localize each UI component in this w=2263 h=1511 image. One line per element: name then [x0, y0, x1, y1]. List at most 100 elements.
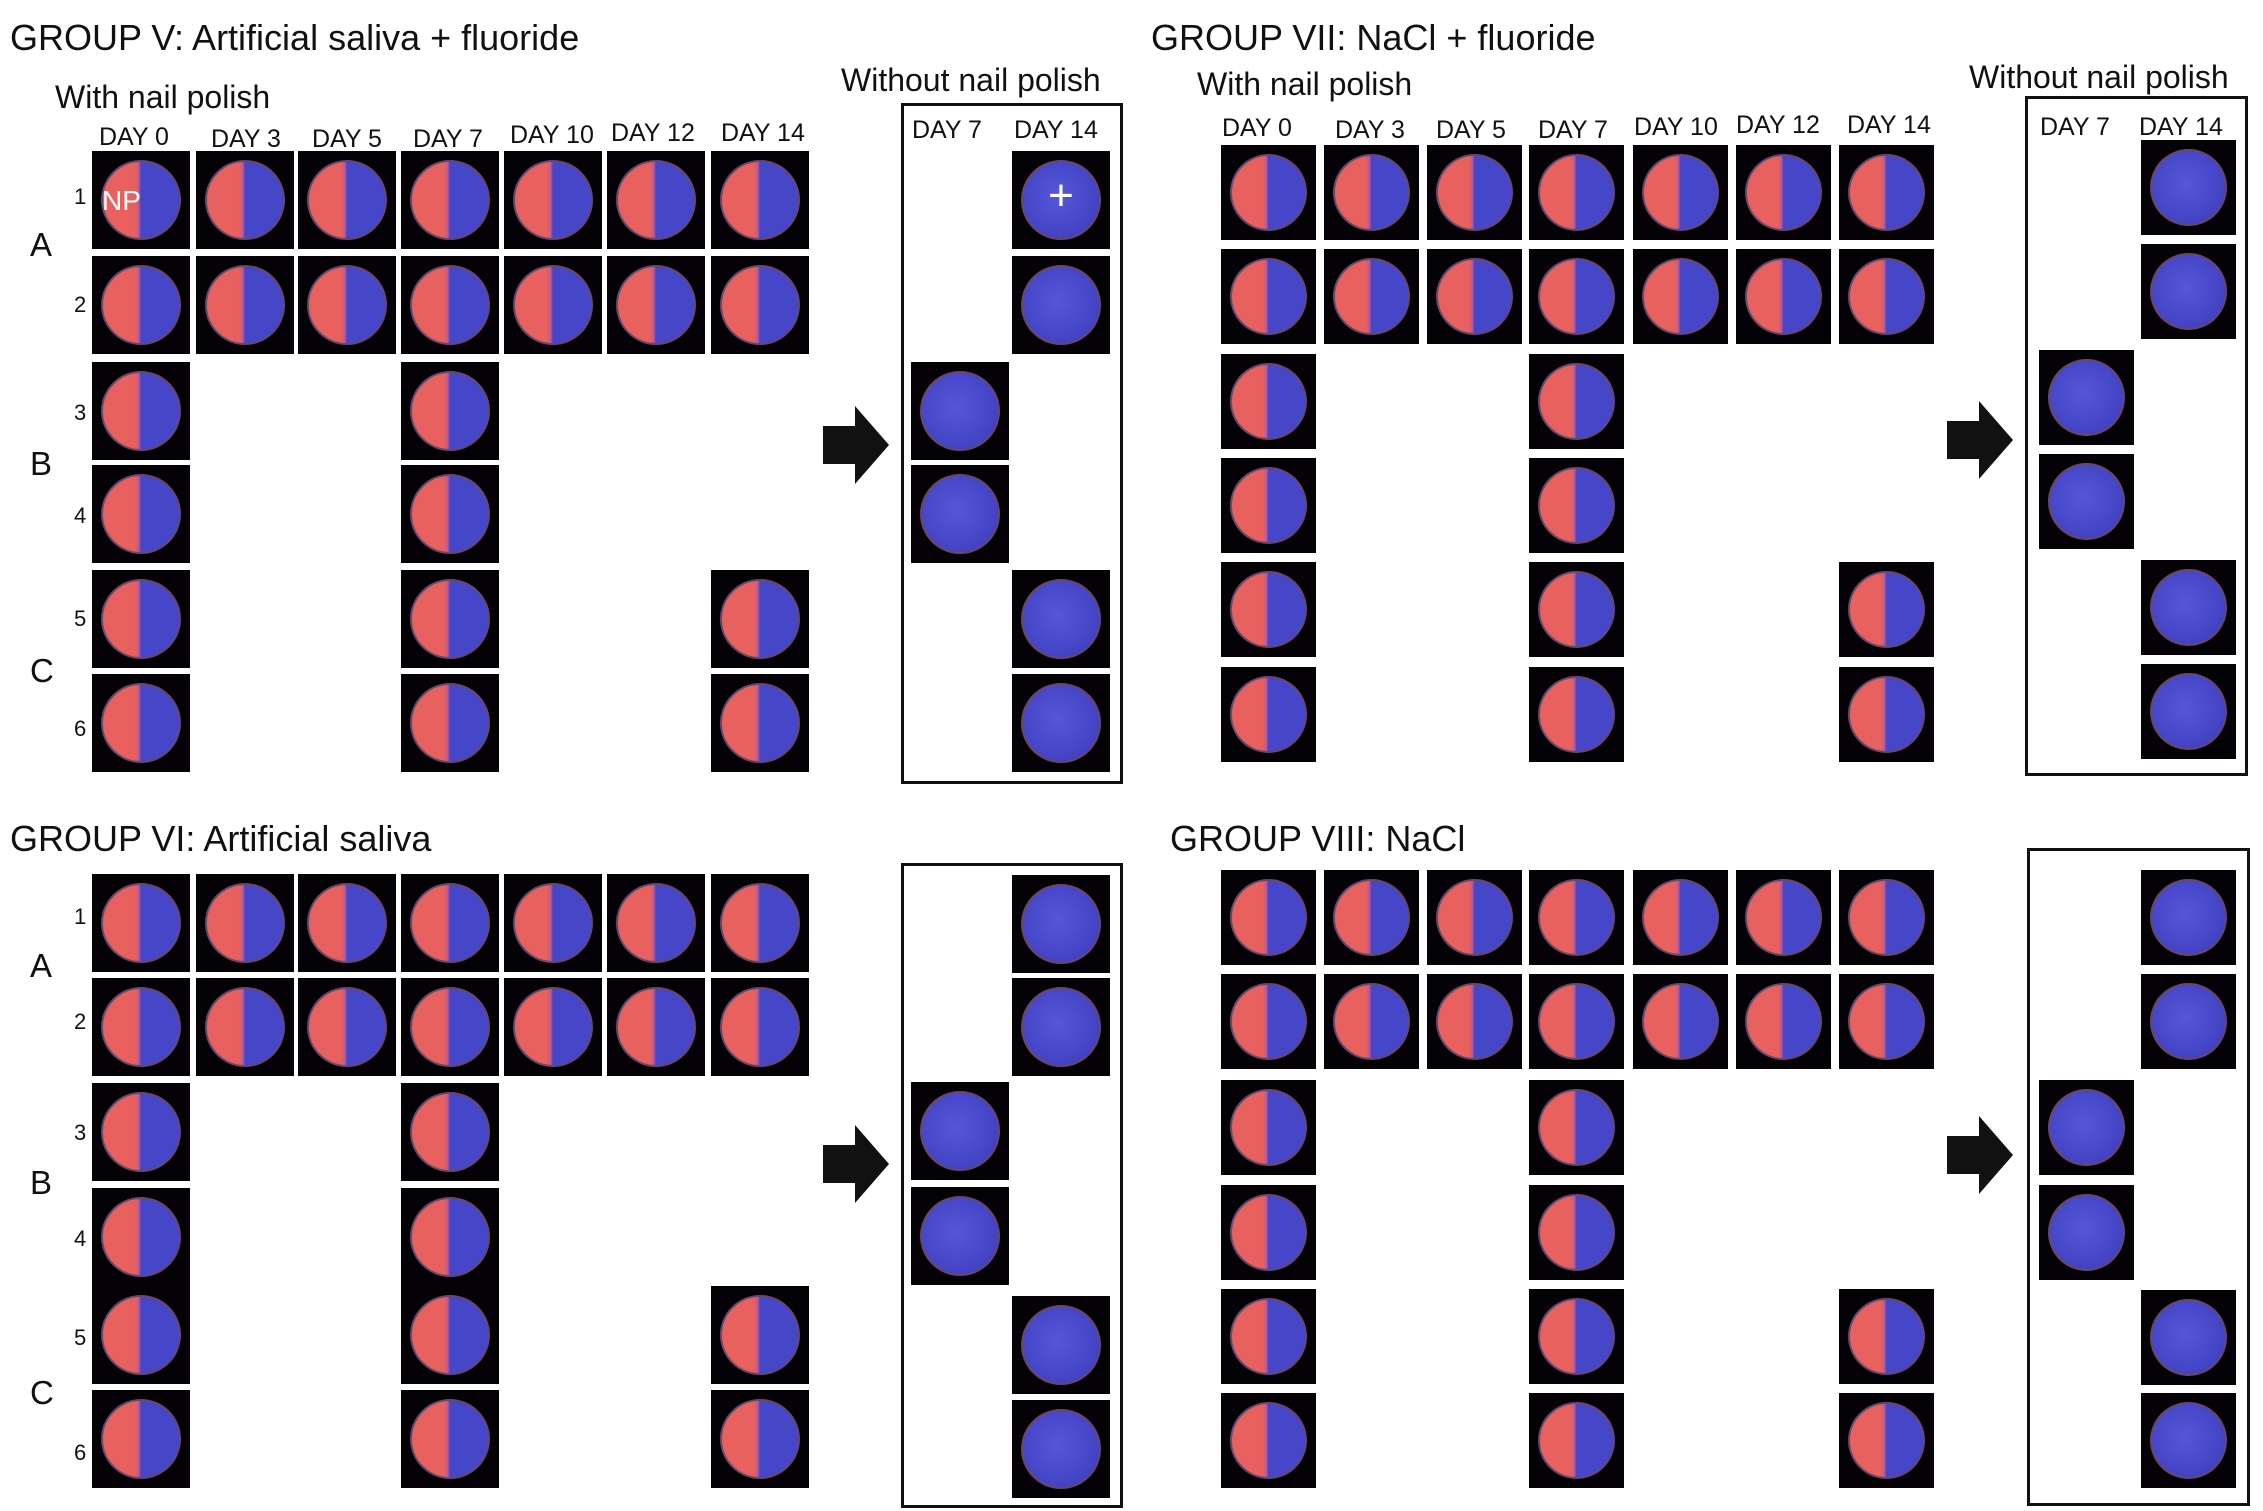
sample-tile-nail-polish: [92, 362, 190, 460]
sample-tile-no-nail-polish: [2039, 1080, 2134, 1175]
enamel-disc: [1538, 154, 1615, 231]
row-number: 6: [74, 716, 87, 741]
sample-tile-nail-polish: [1633, 974, 1728, 1069]
sample-tile-nail-polish: [92, 874, 190, 972]
enamel-disc: [205, 883, 285, 963]
sample-tile-nail-polish: [711, 256, 809, 354]
enamel-disc: [1642, 879, 1719, 956]
enamel-disc: [720, 160, 800, 240]
sample-tile-nail-polish: [401, 570, 499, 668]
enamel-disc: [1538, 1402, 1615, 1479]
row-number: 4: [74, 503, 87, 528]
sample-tile-nail-polish: [92, 570, 190, 668]
sample-tile-nail-polish: [401, 1083, 499, 1181]
sample-tile-nail-polish: [504, 874, 602, 972]
row-number: 4: [74, 1226, 87, 1251]
enamel-disc: [1538, 1089, 1615, 1166]
arrow-right-icon: [823, 406, 889, 484]
enamel-disc: [2150, 149, 2227, 226]
sample-tile-nail-polish: [196, 874, 294, 972]
sample-tile-nail-polish: [401, 362, 499, 460]
enamel-disc: [1538, 1194, 1615, 1271]
sample-tile-nail-polish: [1839, 145, 1934, 240]
enamel-disc: [1230, 1402, 1307, 1479]
sample-tile-no-nail-polish: [2039, 1185, 2134, 1280]
enamel-disc: [1230, 571, 1307, 648]
enamel-disc: [410, 579, 490, 659]
sample-tile-no-nail-polish: [2141, 244, 2236, 339]
sample-tile-nail-polish: [401, 1188, 499, 1286]
sample-tile-nail-polish: [1839, 974, 1934, 1069]
sample-tile-no-nail-polish: [1012, 674, 1110, 772]
arrow-right-icon: [1947, 401, 2013, 479]
enamel-disc: [1848, 571, 1925, 648]
sample-tile-nail-polish: [196, 978, 294, 1076]
sample-tile-nail-polish: [401, 674, 499, 772]
sample-tile-no-nail-polish: [1012, 875, 1110, 973]
enamel-disc: [410, 265, 490, 345]
enamel-disc: [513, 883, 593, 963]
enamel-disc: [1333, 258, 1410, 335]
enamel-disc: [1021, 579, 1101, 659]
sample-tile-nail-polish: [1324, 870, 1419, 965]
np-label: NP: [102, 185, 141, 216]
enamel-disc: [1848, 1402, 1925, 1479]
sample-tile-no-nail-polish: [2141, 140, 2236, 235]
with-nail-polish-label: With nail polish: [55, 79, 271, 115]
day-label: DAY 3: [211, 125, 281, 153]
enamel-disc: [307, 987, 387, 1067]
sample-tile-nail-polish: [1633, 249, 1728, 344]
sample-tile-nail-polish: [298, 151, 396, 249]
sample-tile-nail-polish: [1529, 354, 1624, 449]
enamel-disc: [1538, 571, 1615, 648]
enamel-disc: [920, 1091, 1000, 1171]
sample-tile-nail-polish: [1633, 145, 1728, 240]
enamel-disc: [1230, 363, 1307, 440]
enamel-disc: [2048, 1194, 2125, 1271]
enamel-disc: [920, 1196, 1000, 1276]
plus-marker: +: [1048, 171, 1074, 220]
sample-tile-nail-polish: [1221, 354, 1316, 449]
enamel-disc: [2150, 569, 2227, 646]
sample-tile-nail-polish: [298, 256, 396, 354]
enamel-disc: [720, 883, 800, 963]
day-label: DAY 7: [912, 116, 982, 144]
enamel-disc: [1538, 467, 1615, 544]
day-label: DAY 0: [99, 123, 169, 151]
enamel-disc: [920, 474, 1000, 554]
sample-tile-nail-polish: [1529, 974, 1624, 1069]
row-number: 2: [74, 292, 87, 317]
sample-tile-nail-polish: [1221, 1289, 1316, 1384]
enamel-disc: [2048, 359, 2125, 436]
sample-tile-nail-polish: [1324, 249, 1419, 344]
day-label: DAY 3: [1335, 116, 1405, 144]
sample-tile-nail-polish: [1324, 145, 1419, 240]
sample-tile-no-nail-polish: [2141, 870, 2236, 965]
sample-tile-nail-polish: [1736, 145, 1831, 240]
sample-tile-nail-polish: [711, 151, 809, 249]
group-label: B: [30, 445, 53, 482]
enamel-disc: [205, 987, 285, 1067]
row-number: 1: [74, 184, 87, 209]
enamel-disc: [2150, 1402, 2227, 1479]
sample-tile-nail-polish: [401, 978, 499, 1076]
enamel-disc: [101, 371, 181, 451]
group-label: A: [30, 947, 53, 984]
arrow-right-icon: [1947, 1116, 2013, 1194]
sample-tile-no-nail-polish: [1012, 978, 1110, 1076]
enamel-disc: [1848, 258, 1925, 335]
day-label: DAY 5: [1436, 116, 1506, 144]
enamel-disc: [1538, 363, 1615, 440]
enamel-disc: [1021, 683, 1101, 763]
day-label: DAY 14: [1014, 116, 1098, 144]
enamel-disc: [1436, 983, 1513, 1060]
row-number: 1: [74, 904, 87, 929]
sample-tile-nail-polish: [504, 256, 602, 354]
enamel-disc: [1538, 879, 1615, 956]
enamel-disc: [513, 987, 593, 1067]
enamel-disc: [101, 579, 181, 659]
enamel-disc: [205, 160, 285, 240]
day-label: DAY 7: [2040, 113, 2110, 141]
sample-tile-no-nail-polish: [1012, 256, 1110, 354]
enamel-disc: [2150, 1299, 2227, 1376]
